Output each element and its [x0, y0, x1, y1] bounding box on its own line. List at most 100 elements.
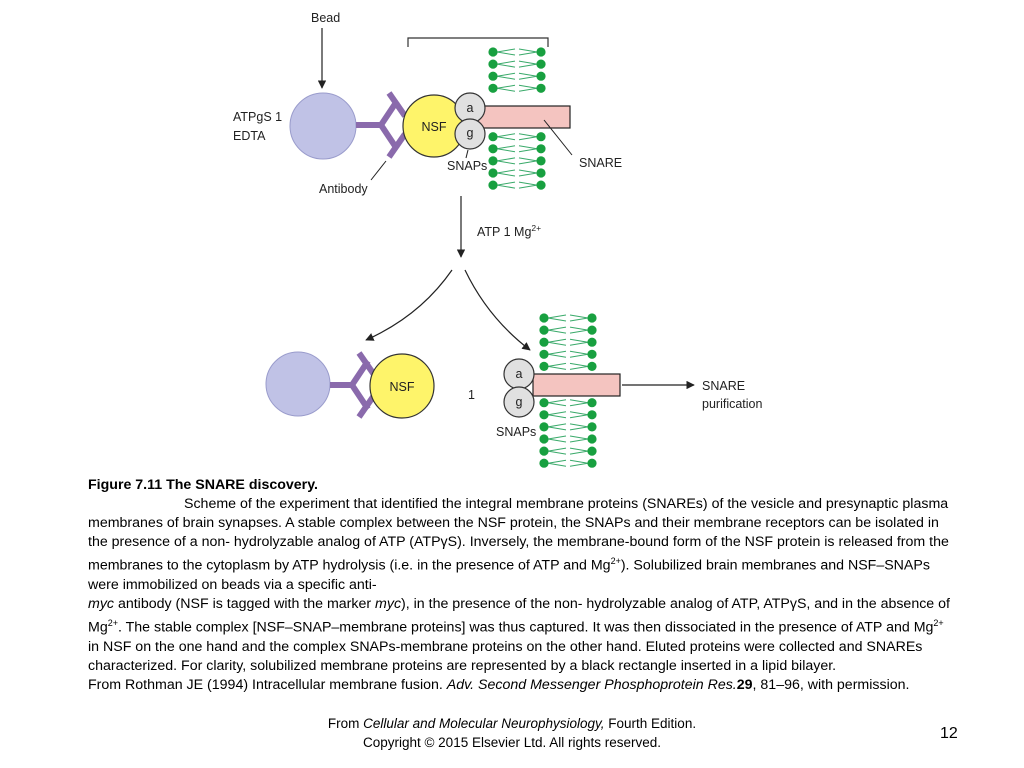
- lipid-tail: [547, 462, 567, 467]
- lipid-tail: [547, 426, 567, 431]
- antibody-bottom: [330, 351, 378, 419]
- lipid-head: [539, 434, 549, 444]
- lipid-tail: [518, 145, 538, 150]
- lipid-head: [488, 59, 498, 69]
- caption-text-e: . The stable complex [NSF–SNAP–membrane …: [117, 620, 934, 637]
- lipid-tail: [569, 411, 589, 416]
- lipid-head: [488, 168, 498, 178]
- snare-label-top: SNARE: [579, 156, 622, 170]
- antibody-pointer: [370, 160, 387, 181]
- lipid-tail: [547, 459, 567, 464]
- lipid-head: [539, 422, 549, 432]
- bilayer-bracket: [407, 37, 549, 47]
- lipid-tail: [518, 63, 538, 68]
- lipid-head: [587, 422, 597, 432]
- lipid-tail: [569, 450, 589, 455]
- lipid-tail: [569, 329, 589, 334]
- lipid-tail: [518, 157, 538, 162]
- lipid-tail: [569, 459, 589, 464]
- bead-bottom: [265, 351, 331, 417]
- snare-pointer-top: [543, 119, 573, 156]
- lipid-head: [587, 410, 597, 420]
- lipid-head: [488, 180, 498, 190]
- lipid-head: [536, 47, 546, 57]
- caption-myc-1: myc: [88, 596, 115, 613]
- lipid-tail: [569, 365, 589, 370]
- plus-sign: 1: [468, 388, 475, 402]
- lipid-head: [536, 168, 546, 178]
- lipid-head: [587, 313, 597, 323]
- bead-top: [289, 92, 357, 160]
- lipid-head: [488, 144, 498, 154]
- lipid-tail: [569, 402, 589, 407]
- snap-alpha-label-top: a: [467, 101, 474, 115]
- caption-text-d: ), in the presence of the non- hydrolyza…: [88, 596, 950, 637]
- snare-purification-line2: purification: [702, 397, 762, 411]
- lipid-tail: [547, 365, 567, 370]
- lipid-tail: [569, 317, 589, 322]
- lipid-tail: [569, 414, 589, 419]
- footer-book-title: Cellular and Molecular Neurophysiology,: [363, 716, 605, 731]
- lipid-tail: [496, 63, 516, 68]
- snaps-label-top: SNAPs: [447, 159, 487, 173]
- lipid-tail: [518, 136, 538, 141]
- lipid-tail: [547, 423, 567, 428]
- lipid-tail: [496, 48, 516, 53]
- lipid-head: [539, 337, 549, 347]
- lipid-tail: [569, 426, 589, 431]
- lipid-tail: [569, 447, 589, 452]
- lipid-head: [587, 434, 597, 444]
- footer-line-1: From Cellular and Molecular Neurophysiol…: [0, 716, 1024, 731]
- footer-edition: Fourth Edition.: [604, 716, 697, 731]
- lipid-tail: [547, 362, 567, 367]
- lipid-head: [488, 132, 498, 142]
- snap-alpha-label-bottom: a: [516, 367, 523, 381]
- source-journal: Adv. Second Messenger Phosphoprotein Res…: [446, 677, 737, 694]
- lipid-tail: [518, 75, 538, 80]
- snaps-label-bottom: SNAPs: [496, 425, 536, 439]
- step-label-text: ATP 1 Mg: [477, 225, 531, 239]
- caption-sup-2: 2+: [107, 618, 118, 629]
- snap-gamma-label-bottom: g: [516, 395, 523, 409]
- lipid-tail: [547, 341, 567, 346]
- caption-text-a: Scheme of the experiment that identified…: [88, 496, 949, 575]
- lipid-tail: [518, 184, 538, 189]
- lipid-tail: [547, 402, 567, 407]
- caption-source: From Rothman JE (1994) Intracellular mem…: [88, 676, 958, 695]
- lipid-tail: [518, 84, 538, 89]
- caption-sup-1: 2+: [610, 556, 621, 567]
- lipid-head: [587, 446, 597, 456]
- lipid-head: [488, 71, 498, 81]
- lipid-tail: [518, 60, 538, 65]
- lipid-tail: [547, 450, 567, 455]
- snare-discovery-diagram: NSF a g Bead ATPgS 1 EDTA Antibody SNAPs…: [233, 11, 762, 468]
- branch-arrow-right: [464, 269, 531, 351]
- caption-text-c: antibody (NSF is tagged with the marker: [114, 596, 376, 613]
- lipid-tail: [518, 169, 538, 174]
- lipid-tail: [496, 184, 516, 189]
- lipid-tail: [547, 411, 567, 416]
- step-label-sup: 2+: [531, 223, 541, 233]
- lipid-tail: [547, 435, 567, 440]
- caption-text-b: ). Solubilized brain membranes and NSF–S…: [88, 558, 930, 594]
- lipid-tail: [496, 60, 516, 65]
- lipid-head: [587, 337, 597, 347]
- lipid-bilayer-top: [488, 47, 546, 190]
- lipid-tail: [569, 338, 589, 343]
- lipid-tail: [518, 172, 538, 177]
- lipid-head: [536, 156, 546, 166]
- lipid-tail: [496, 51, 516, 56]
- lipid-tail: [496, 75, 516, 80]
- snap-gamma-bottom: [503, 386, 535, 418]
- lipid-head: [587, 361, 597, 371]
- lipid-tail: [569, 326, 589, 331]
- lipid-tail: [496, 145, 516, 150]
- source-volume: 29: [736, 677, 753, 694]
- condition-edta: EDTA: [233, 129, 266, 143]
- lipid-head: [488, 156, 498, 166]
- lipid-tail: [518, 148, 538, 153]
- lipid-tail: [569, 350, 589, 355]
- lipid-tail: [569, 435, 589, 440]
- top-bilayer: [407, 37, 549, 190]
- lipid-head: [539, 325, 549, 335]
